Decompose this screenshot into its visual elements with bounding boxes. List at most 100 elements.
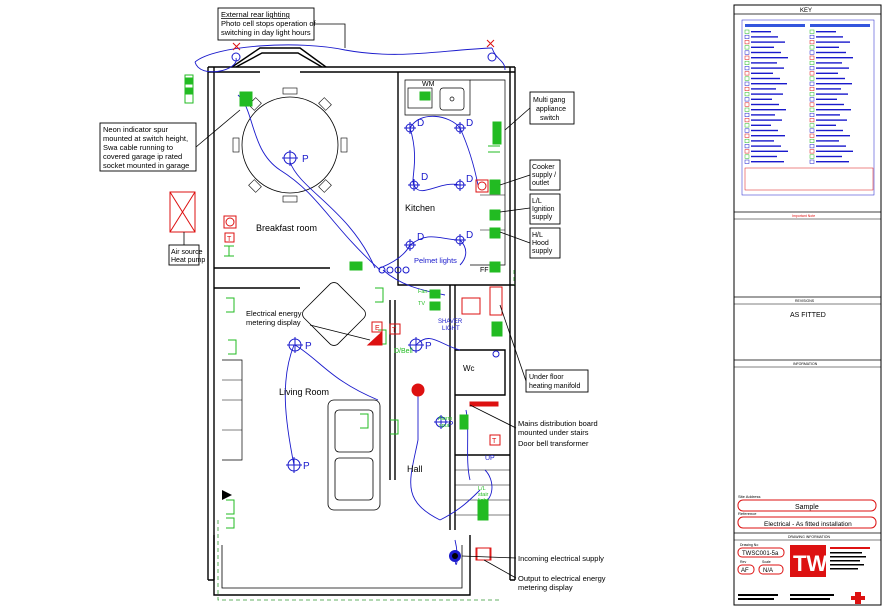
letter-d: D [417,118,424,129]
callout-line: Swa cable running to [103,143,173,152]
key-legend [741,19,875,196]
callout-line: Under floor [529,374,564,381]
callout-line: Cooker [532,164,555,171]
incoming-meter [222,490,461,562]
key-symbol-icon [809,50,815,55]
label-ff: FF [480,267,489,274]
key-symbol-icon [744,34,750,39]
key-symbol-icon [744,154,750,159]
callout-line: Incoming electrical supply [518,554,604,563]
label-shaver: SHAVER [438,319,463,325]
callout-line: Air source [171,249,203,256]
key-row [816,135,850,137]
site-address-label: Site Address [738,494,760,499]
letter-d: D [466,174,473,185]
key-row [751,161,784,163]
downlight [404,239,416,251]
reference-label: Reference [738,511,757,516]
callout-line: Output to electrical energy [518,574,606,583]
key-row [751,93,783,95]
label-up: UP [485,455,495,462]
room-living: Living Room [279,387,329,397]
key-row [816,51,846,54]
key-row [816,88,841,90]
key-row [816,31,836,33]
callout-line: supply [532,214,553,221]
key-title: KEY [800,8,812,14]
key-symbol-icon [744,50,750,55]
key-row [751,83,787,85]
key-row [816,109,851,111]
key-row [816,72,838,74]
key-symbol-icon [809,45,815,50]
callout-text: External rear lighting Photo cell stops … [103,10,606,592]
key-row [816,98,837,100]
key-row [751,145,781,147]
rev-value: AF [741,568,749,574]
key-symbol-icon [809,149,815,154]
key-symbol-icon [744,107,750,112]
key-symbol-icon [809,29,815,34]
key-symbol-icon [744,149,750,154]
key-symbol-icon [744,76,750,81]
key-row [816,83,852,85]
light-fixture [282,150,298,166]
key-row [751,31,771,33]
key-symbol-icon [809,118,815,123]
key-symbol-icon [809,138,815,143]
key-row [816,93,848,95]
key-row [751,41,785,43]
key-row [751,114,775,116]
label-shaver-light: LIGHT [442,326,460,332]
key-row [751,109,786,111]
downlight [404,122,416,134]
key-symbol-icon [744,123,750,128]
key-symbol-icon [744,45,750,50]
letter-d: D [466,230,473,241]
dashed-outlines [217,270,515,601]
key-symbol-icon [744,112,750,117]
callout-line: supply / [532,172,556,179]
callout-line: metering display [246,318,301,327]
downlight [454,179,466,191]
company-logo-text: TW [793,551,827,576]
light-fixture [434,415,448,429]
important-note: Important Note [792,214,815,218]
key-symbol-icon [809,92,815,97]
key-row [751,72,773,74]
callout-line: covered garage ip rated [103,152,182,161]
callout-line: Neon indicator spur [103,125,169,134]
key-symbol-icon [809,55,815,60]
key-row [751,88,776,90]
key-symbol-icon [744,159,750,164]
key-row [816,62,842,64]
key-symbol-icon [744,133,750,138]
key-symbol-icon [809,144,815,149]
key-row [816,114,840,116]
downlight [492,350,500,358]
letter-t: T [492,438,497,445]
key-symbol-icon [809,102,815,107]
scale-value: N/A [763,568,773,574]
callout-line: mounted at switch height, [103,134,188,143]
key-symbol-icon [744,128,750,133]
reference-value: Electrical - As fitted installation [764,521,852,528]
key-symbol-icon [809,123,815,128]
downlight [408,179,420,191]
callout-line: outlet [532,180,549,187]
key-symbol-icon [809,97,815,102]
letter-p: P [448,420,453,429]
dining-table [232,87,348,203]
room-labels: Breakfast room Kitchen Living Room Hall … [256,81,489,474]
key-symbol-icon [744,118,750,123]
label-spur: spur [439,423,450,429]
callout-line: switch [540,115,560,122]
key-row [816,41,850,43]
key-symbol-icon [744,92,750,97]
drawing-info-header: DRAWING INFORMATION [788,535,830,539]
key-symbol-icon [744,60,750,65]
key-symbol-icon [809,76,815,81]
key-row [751,67,784,69]
key-row [816,36,843,38]
key-row [816,57,853,59]
